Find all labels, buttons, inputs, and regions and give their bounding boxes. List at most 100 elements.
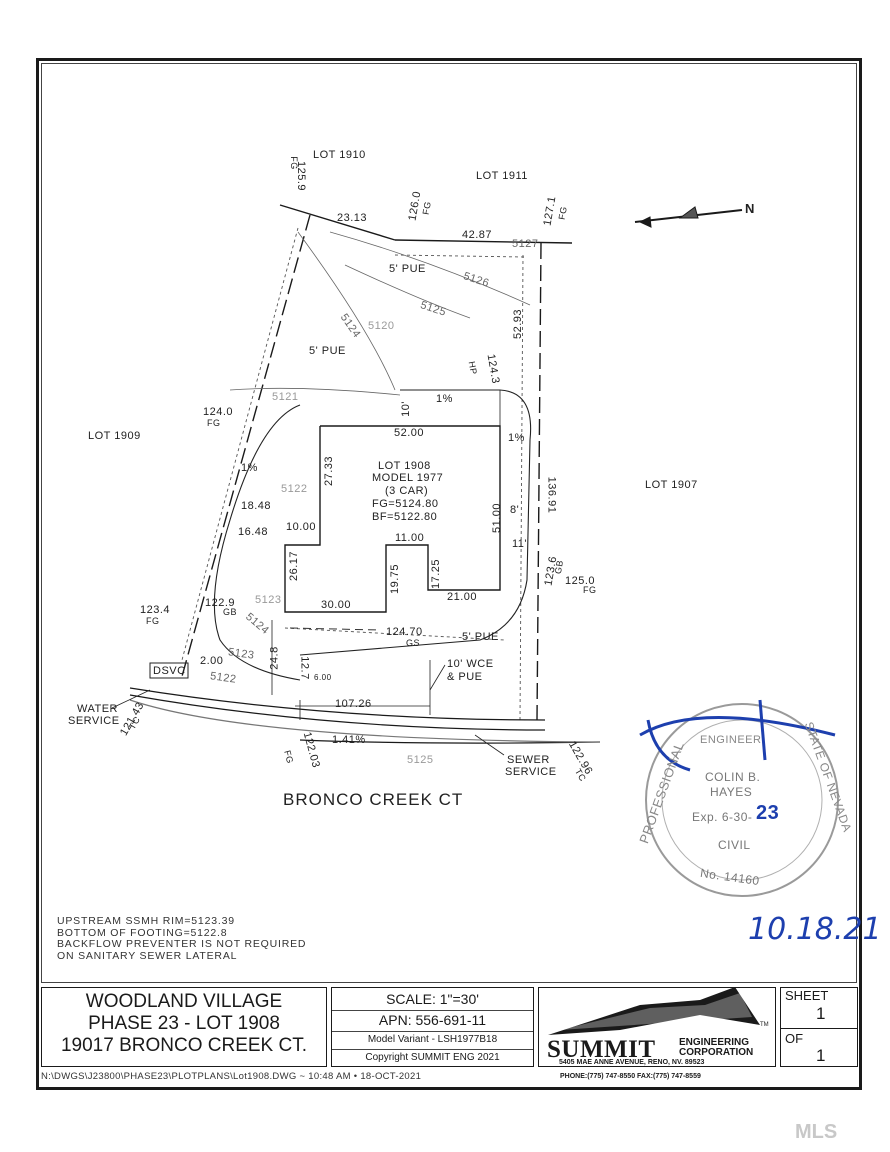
north-label: N xyxy=(745,201,755,216)
contour-lines xyxy=(229,231,531,396)
street-name: BRONCO CREEK CT xyxy=(283,790,464,809)
driveway-outline xyxy=(213,389,532,681)
lot-1908-label: LOT 1908 xyxy=(378,460,431,472)
mls-watermark: MLS xyxy=(795,1121,838,1143)
dim-label: 23.13 xyxy=(337,212,368,224)
finish-grade-label: FG=5124.80 xyxy=(372,498,439,510)
pue-label: 5' PUE xyxy=(462,631,499,643)
dim-label: 136.91 xyxy=(545,476,558,514)
contour-label: 5121 xyxy=(272,391,299,403)
project-name: WOODLAND VILLAGE xyxy=(85,991,283,1012)
stamp-expiration: Exp. 6-30- xyxy=(692,810,753,824)
dsvc-label: DSVC xyxy=(153,665,186,677)
pue-label: 5' PUE xyxy=(309,345,346,357)
note-line: UPSTREAM SSMH RIM=5123.39 xyxy=(57,915,235,927)
elevation-label: 123.4 xyxy=(140,604,171,616)
contour-label: 5120 xyxy=(368,320,395,332)
stamp-top-text: ENGINEER xyxy=(700,734,762,746)
sewer-service-label-2: SERVICE xyxy=(505,766,557,778)
lot-1909-label: LOT 1909 xyxy=(88,430,141,442)
file-path: N:\DWGS\J23800\PHASE23\PLOTPLANS\Lot1908… xyxy=(41,1071,422,1082)
bottom-footing-label: BF=5122.80 xyxy=(372,511,438,523)
lot-1907-label: LOT 1907 xyxy=(645,479,698,491)
contour-label: 5125 xyxy=(407,754,434,766)
drawing-area-border xyxy=(41,63,857,983)
project-phase-lot: PHASE 23 - LOT 1908 xyxy=(88,1013,280,1034)
slope-label: 1.41% xyxy=(332,734,366,746)
drawing-sheet-border xyxy=(36,58,862,1090)
dim-label: 17.25 xyxy=(430,558,443,590)
drawing-notes: UPSTREAM SSMH RIM=5123.39 BOTTOM OF FOOT… xyxy=(57,915,307,962)
company-name: SUMMIT xyxy=(547,1036,656,1063)
slope-label: 1% xyxy=(241,462,258,474)
easement-lines xyxy=(181,227,525,721)
elevation-label: 124.0 xyxy=(203,406,234,418)
dim-label: 16.48 xyxy=(238,526,269,538)
dim-label: 24.8 xyxy=(268,646,281,670)
total-sheets: 1 xyxy=(816,1046,826,1065)
model-variant-label: Model Variant - LSH1977B18 xyxy=(332,1031,533,1050)
dim-label: 21.00 xyxy=(447,591,478,603)
of-label: OF xyxy=(785,1031,804,1046)
elevation-unit: FG xyxy=(288,156,299,170)
slope-label: 1% xyxy=(508,432,525,444)
project-address: 19017 BRONCO CREEK CT. xyxy=(60,1035,308,1056)
sheet-number-box: SHEET 1 OF 1 xyxy=(780,987,858,1067)
note-line: ON SANITARY SEWER LATERAL xyxy=(57,949,238,962)
pue-line xyxy=(289,627,381,631)
elevation-unit: GB xyxy=(223,607,238,617)
garage-label: (3 CAR) xyxy=(385,485,429,497)
apn-label: APN: 556-691-11 xyxy=(332,1010,533,1032)
lot-1911-label: LOT 1911 xyxy=(476,170,528,182)
contour-label: 5122 xyxy=(281,483,308,495)
company-phone: PHONE:(775) 747-8550 FAX:(775) 747-8559 xyxy=(560,1073,701,1080)
company-address: 5405 MAE ANNE AVENUE, RENO, NV. 89523 xyxy=(559,1059,705,1066)
sheet-number: 1 xyxy=(816,1004,826,1023)
note-line: BOTTOM OF FOOTING=5122.8 xyxy=(57,926,228,939)
house-footprint xyxy=(284,425,501,613)
elevation-unit: HP xyxy=(466,360,479,376)
dim-label: 11.00 xyxy=(395,532,425,544)
elevation-label: 125.0 xyxy=(565,575,596,587)
elevation-unit: GS xyxy=(406,638,421,648)
contour-label: 5127 xyxy=(512,238,539,250)
dim-label: 107.26 xyxy=(335,698,372,710)
wce-label-2: & PUE xyxy=(447,671,483,683)
project-title-box: WOODLAND VILLAGE PHASE 23 - LOT 1908 190… xyxy=(41,987,327,1067)
dim-label: 8' xyxy=(510,504,520,516)
water-service-label: WATER xyxy=(77,703,118,715)
house-model-label: MODEL 1977 xyxy=(372,472,444,484)
trademark: TM xyxy=(760,1022,769,1028)
dim-label: 30.00 xyxy=(321,599,352,611)
sewer-service-label: SEWER xyxy=(507,754,550,766)
dimension-lines xyxy=(271,390,501,720)
wce-label: 10' WCE xyxy=(447,658,494,670)
dim-label: 18.48 xyxy=(241,500,272,512)
scale-label: SCALE: 1"=30' xyxy=(332,988,533,1011)
company-sub-2: CORPORATION xyxy=(679,1047,754,1058)
dim-label: 52.00 xyxy=(394,427,425,439)
stamp-name-1: COLIN B. xyxy=(705,770,761,784)
elevation-unit: FG xyxy=(207,418,221,428)
sheet-label: SHEET xyxy=(785,988,829,1003)
dim-label: 11' xyxy=(512,538,528,550)
dim-label: 2.00 xyxy=(200,655,224,667)
dim-label: 10.00 xyxy=(286,521,317,533)
water-service-label-2: SERVICE xyxy=(68,715,120,727)
dim-label: 10' xyxy=(399,401,412,417)
elevation-label: 124.70 xyxy=(386,626,423,638)
note-line: BACKFLOW PREVENTER IS NOT REQUIRED xyxy=(57,938,307,950)
company-logo-box: SUMMIT ENGINEERING CORPORATION TM 5405 M… xyxy=(538,987,776,1067)
dim-label: 52.93 xyxy=(512,308,525,340)
lot-1910-label: LOT 1910 xyxy=(313,149,366,161)
dim-label: 42.87 xyxy=(462,229,493,241)
dim-label: 51.00 xyxy=(491,502,504,534)
elevation-unit: FG xyxy=(146,616,160,626)
stamp-exp-year: 23 xyxy=(756,802,780,824)
elevation-unit: FG xyxy=(583,585,597,595)
street-curb xyxy=(129,687,601,744)
leader-lines xyxy=(111,664,505,756)
drawing-info-box: SCALE: 1"=30' APN: 556-691-11 Model Vari… xyxy=(331,987,534,1067)
stamp-civil: CIVIL xyxy=(718,838,751,852)
